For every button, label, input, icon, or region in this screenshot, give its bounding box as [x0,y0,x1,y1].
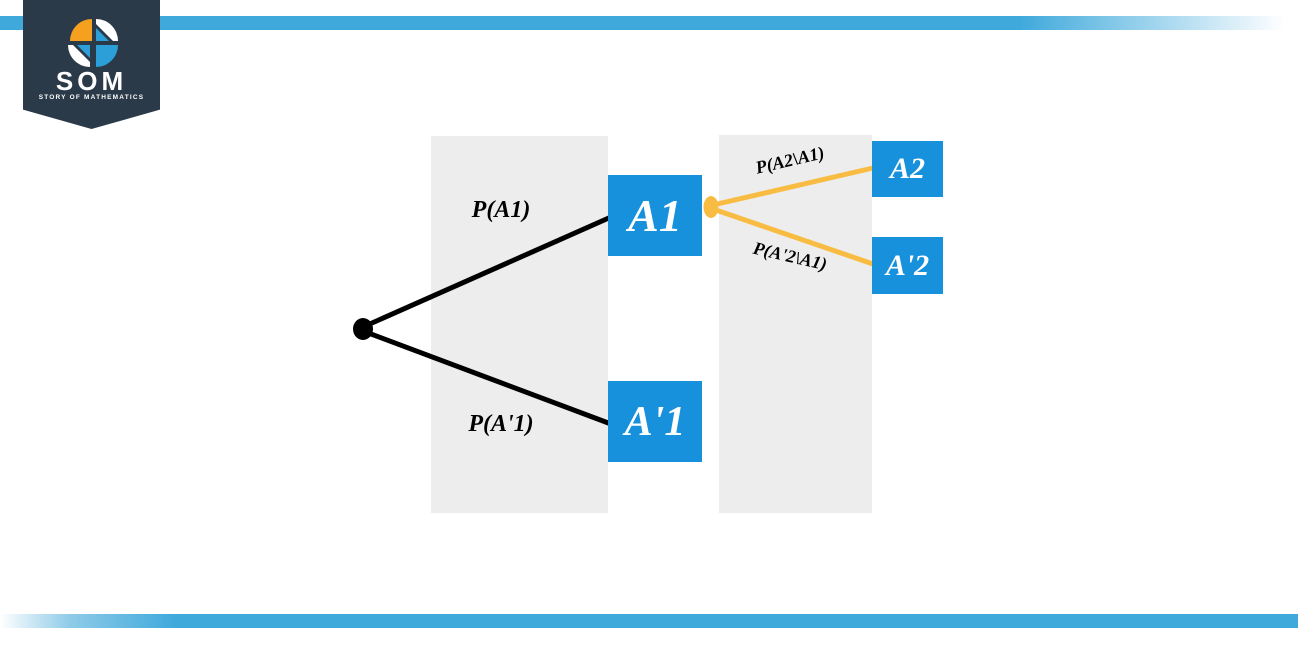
node-a-prime-2-label: A'2 [885,248,930,282]
a1-branch-point-dot [703,196,719,218]
branch-root-to-a1 [361,214,613,330]
root-node-dot [353,318,373,340]
node-a-prime-1: A'1 [608,381,702,462]
node-a1-label: A1 [628,190,682,241]
node-a1: A1 [608,175,702,256]
bottom-divider-bar [0,614,1298,628]
branch-a1-to-a2 [712,165,874,208]
brand-name: SOM [55,66,128,96]
node-a2-label: A2 [889,152,925,185]
branch-label-p-a-prime-1: P(A'1) [468,411,534,437]
level1-shade-column [431,136,608,513]
brand-tagline: STORY OF MATHEMATICS [38,94,145,101]
som-logo-badge: SOM STORY OF MATHEMATICS [23,0,160,129]
branch-a1-to-aprime2 [712,206,874,267]
branch-label-p-a1: P(A1) [471,197,531,223]
node-a-prime-1-label: A'1 [624,398,686,445]
node-a-prime-2: A'2 [872,237,943,294]
branch-root-to-aprime1 [362,328,612,427]
som-pinwheel-icon [67,19,118,67]
top-divider-bar [0,16,1298,30]
node-a2: A2 [872,141,943,197]
